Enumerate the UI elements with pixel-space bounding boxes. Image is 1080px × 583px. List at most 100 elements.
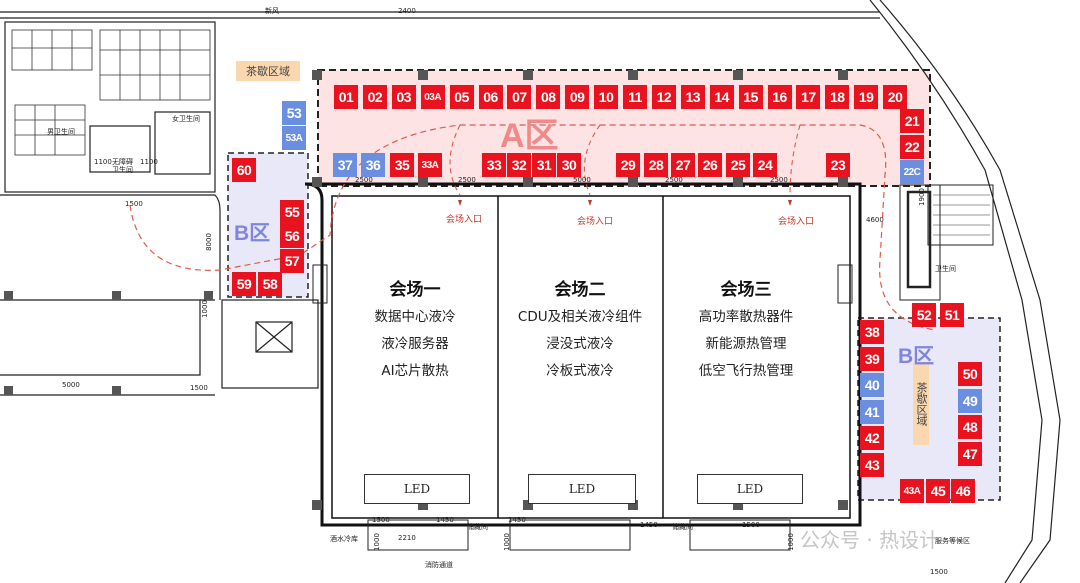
hall-title: 会场三	[720, 280, 772, 300]
booth-48[interactable]: 48	[958, 415, 982, 439]
booth-46[interactable]: 46	[951, 479, 975, 503]
booth-42[interactable]: 42	[860, 426, 884, 450]
booth-49[interactable]: 49	[958, 388, 982, 413]
hall-topic: 数据中心液冷	[374, 309, 456, 325]
booth-31[interactable]: 31	[532, 153, 556, 177]
plan-label: 1450	[436, 516, 454, 524]
booth-43[interactable]: 43	[860, 452, 884, 477]
plan-label: 1100	[94, 158, 112, 166]
zone-b-left-label: B区	[234, 222, 271, 245]
plan-label: 储藏间	[467, 523, 488, 531]
led-screen: LED	[697, 474, 803, 504]
circulation-path	[129, 124, 936, 331]
tea-area-right: 茶歇区域	[913, 363, 929, 445]
booth-17[interactable]: 17	[796, 85, 821, 109]
plan-label: 1500	[125, 200, 143, 208]
plan-label: 5000	[62, 381, 80, 389]
plan-label: 新风	[265, 7, 279, 15]
booth-38[interactable]: 38	[860, 320, 884, 344]
booth-28[interactable]: 28	[644, 153, 668, 177]
plan-label: 2500	[665, 176, 683, 184]
hall-topic: CDU及相关液冷组件	[517, 309, 643, 325]
booth-43a[interactable]: 43A	[900, 479, 924, 503]
plan-label: 女卫生间	[172, 115, 200, 123]
booth-24[interactable]: 24	[753, 153, 777, 177]
plan-label: 1500	[190, 384, 208, 392]
booth-60[interactable]: 60	[232, 158, 256, 182]
booth-16[interactable]: 16	[767, 85, 792, 109]
plan-label: 无障碍卫生间	[112, 158, 133, 174]
zone-b-right-label: B区	[898, 345, 935, 368]
booth-32[interactable]: 32	[507, 153, 531, 177]
hall-topic: 低空飞行热管理	[698, 363, 794, 379]
booth-41[interactable]: 41	[860, 399, 884, 424]
plan-label: 1500	[742, 521, 760, 529]
booth-18[interactable]: 18	[825, 85, 850, 109]
booth-35[interactable]: 35	[390, 153, 414, 177]
booth-03a[interactable]: 03A	[420, 85, 445, 109]
booth-23[interactable]: 23	[826, 153, 850, 177]
booth-22c[interactable]: 22C	[900, 160, 924, 184]
booth-45[interactable]: 45	[926, 479, 950, 503]
booth-47[interactable]: 47	[958, 441, 982, 466]
hall-topic: 高功率散热器件	[698, 309, 794, 325]
booth-56[interactable]: 56	[280, 224, 304, 248]
booth-53[interactable]: 53	[282, 101, 306, 125]
booth-39[interactable]: 39	[860, 346, 884, 371]
tea-area-top: 茶歇区域	[236, 61, 300, 81]
booth-03[interactable]: 03	[391, 85, 416, 109]
booth-14[interactable]: 14	[709, 85, 734, 109]
booth-59[interactable]: 59	[232, 272, 256, 296]
booth-05[interactable]: 05	[449, 85, 474, 109]
booth-08[interactable]: 08	[536, 85, 561, 109]
booth-33[interactable]: 33	[482, 153, 506, 177]
hall-topic: 浸没式液冷	[546, 336, 614, 352]
booth-21[interactable]: 21	[900, 109, 924, 133]
booth-57[interactable]: 57	[280, 249, 304, 273]
booth-55[interactable]: 55	[280, 200, 304, 224]
booth-53a[interactable]: 53A	[282, 126, 306, 150]
booth-09[interactable]: 09	[565, 85, 590, 109]
booth-50[interactable]: 50	[958, 362, 982, 386]
booth-26[interactable]: 26	[698, 153, 722, 177]
plan-label: 2400	[398, 7, 416, 15]
plan-label: 卫生间	[935, 265, 956, 273]
booth-02[interactable]: 02	[362, 85, 387, 109]
plan-label: 储藏间	[672, 523, 693, 531]
plan-label: 1500	[930, 568, 948, 576]
booth-11[interactable]: 11	[623, 85, 647, 109]
booth-29[interactable]: 29	[616, 153, 640, 177]
booth-36[interactable]: 36	[361, 153, 385, 177]
booth-10[interactable]: 10	[594, 85, 619, 109]
booth-01[interactable]: 01	[334, 85, 358, 109]
booth-20[interactable]: 20	[883, 85, 908, 109]
plan-label: 1000	[786, 533, 795, 551]
booth-12[interactable]: 12	[651, 85, 676, 109]
booth-19[interactable]: 19	[854, 85, 879, 109]
plan-label: 1500	[372, 516, 390, 524]
booth-30[interactable]: 30	[557, 153, 581, 177]
booth-51[interactable]: 51	[940, 303, 964, 327]
booth-52[interactable]: 52	[912, 303, 936, 327]
booth-07[interactable]: 07	[507, 85, 532, 109]
plan-label: 8000	[204, 233, 213, 251]
plan-label: 1900	[917, 188, 926, 206]
hall-outer-wall	[304, 182, 862, 527]
booth-40[interactable]: 40	[860, 373, 884, 397]
booth-22[interactable]: 22	[900, 135, 924, 159]
booth-27[interactable]: 27	[671, 153, 695, 177]
plan-label: 5000	[573, 176, 591, 184]
plan-label: 1100	[140, 158, 158, 166]
plan-label: 消防通道	[425, 561, 453, 569]
booth-06[interactable]: 06	[478, 85, 503, 109]
plan-label: 1450	[640, 521, 658, 529]
booth-58[interactable]: 58	[258, 272, 282, 296]
booth-13[interactable]: 13	[680, 85, 705, 109]
hall-entrance-label: 会场入口	[446, 215, 483, 225]
plan-label: 2500	[770, 176, 788, 184]
booth-33a[interactable]: 33A	[418, 153, 442, 177]
booth-25[interactable]: 25	[726, 153, 750, 177]
booth-37[interactable]: 37	[333, 153, 357, 177]
booth-15[interactable]: 15	[738, 85, 763, 109]
hall-title: 会场一	[389, 280, 441, 300]
